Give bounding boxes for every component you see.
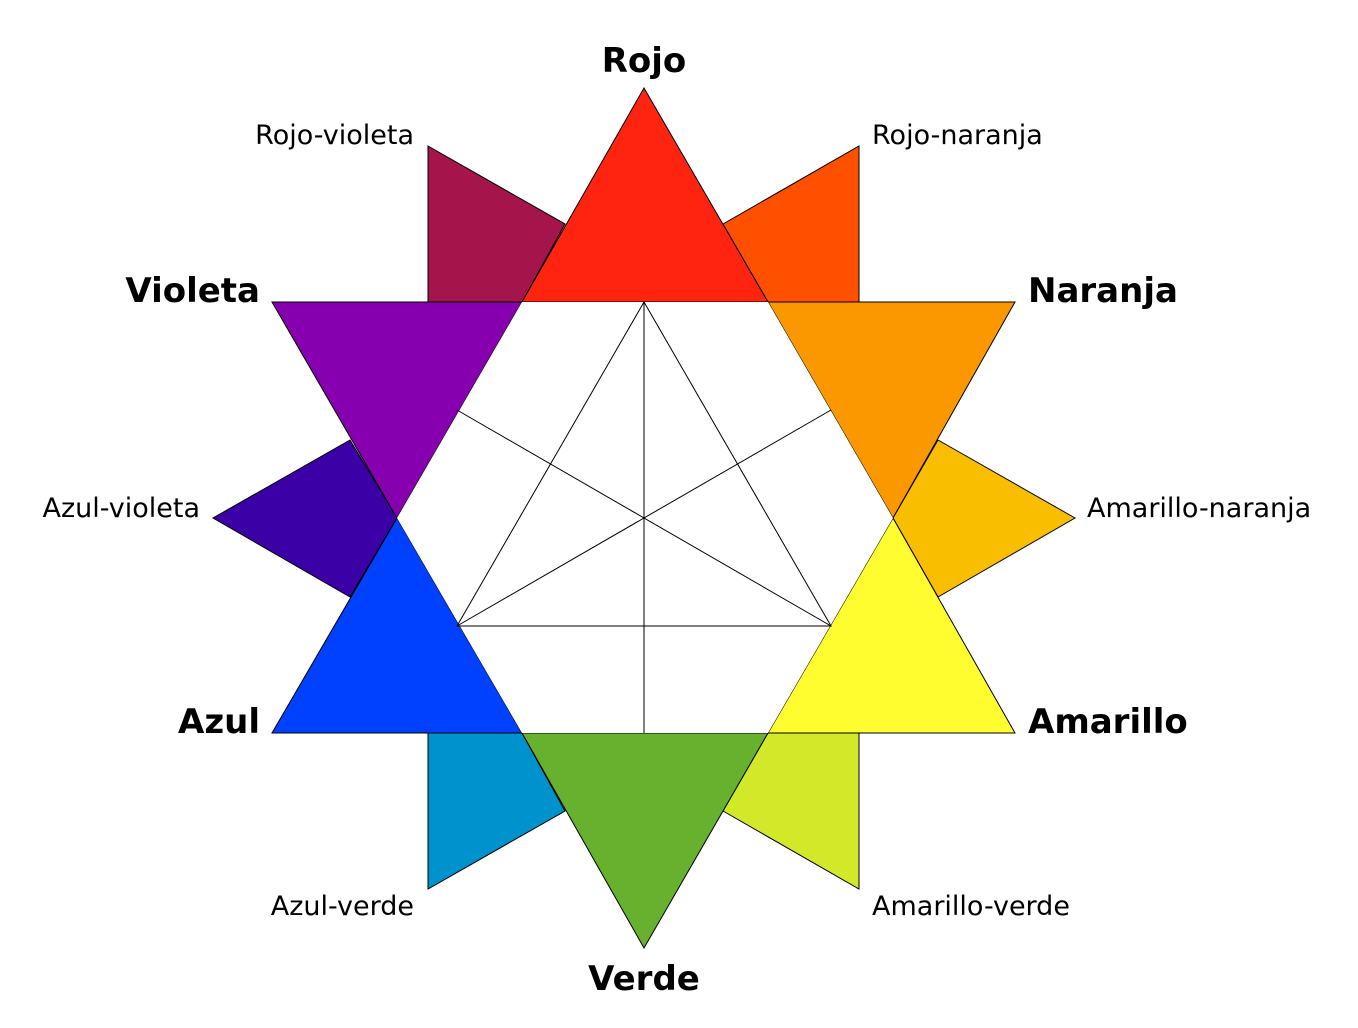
label-amarillo-verde: Amarillo-verde (872, 891, 1070, 922)
label-amarillo: Amarillo (1028, 702, 1188, 742)
label-verde: Verde (588, 959, 700, 999)
label-azul: Azul (178, 702, 260, 742)
label-rojo: Rojo (602, 41, 687, 81)
verde-triangle (521, 732, 769, 950)
rojo-triangle (521, 86, 769, 303)
inner-lines (456, 300, 832, 733)
label-azul-verde: Azul-verde (271, 891, 414, 922)
label-rojo-naranja: Rojo-naranja (872, 120, 1043, 151)
label-naranja: Naranja (1028, 271, 1178, 311)
label-azul-violeta: Azul-violeta (42, 493, 200, 524)
label-amarillo-naranja: Amarillo-naranja (1087, 493, 1311, 524)
label-rojo-violeta: Rojo-violeta (255, 120, 414, 151)
azul-violeta-shape (211, 439, 398, 598)
inner-line-diag-2 (456, 409, 832, 627)
label-violeta: Violeta (125, 271, 260, 311)
